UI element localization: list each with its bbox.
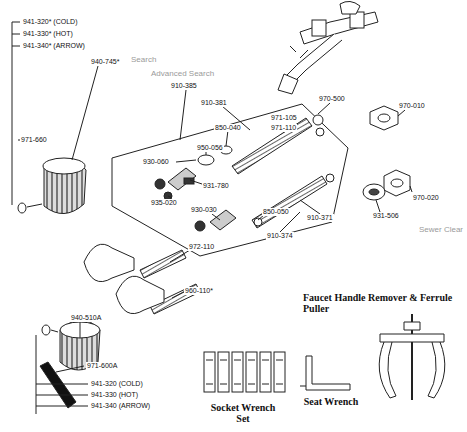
part-number: 931-780 — [202, 182, 230, 190]
part-number: 850-040 — [214, 124, 242, 132]
part-number: 971-110 — [270, 124, 297, 132]
part-number: 910-381 — [200, 99, 228, 107]
part-number: 941-320 (COLD) — [90, 380, 144, 388]
background-text: Search — [130, 56, 157, 64]
part-number: 910-371 — [306, 214, 334, 222]
part-number: 941-340* (ARROW) — [22, 42, 86, 50]
part-number: 970-020 — [412, 194, 440, 202]
part-number: 930-060 — [142, 158, 170, 166]
part-number: 941-320* (COLD) — [22, 18, 78, 26]
part-number: 941-330 (HOT) — [90, 391, 139, 399]
part-number: 970-500 — [318, 95, 346, 103]
tool-caption: Faucet Handle Remover & Ferrule Puller — [302, 292, 464, 314]
part-number: 971-105 — [270, 114, 298, 122]
part-number: 941-330* (HOT) — [22, 30, 74, 38]
part-number: 972-110 — [188, 243, 215, 251]
part-number: 910-385 — [170, 82, 198, 90]
part-number: 941-340 (ARROW) — [90, 402, 151, 410]
handle — [18, 158, 86, 214]
tool-caption: Socket Wrench Set — [202, 402, 284, 424]
group-outline — [112, 104, 348, 256]
stems — [232, 115, 334, 228]
part-number: 935-020 — [150, 199, 178, 207]
seat-wrench — [300, 356, 350, 390]
part-number: 971-660 — [20, 136, 48, 144]
leader-lines — [12, 22, 412, 414]
part-number: 931-506 — [372, 212, 400, 220]
part-number: 970-010 — [398, 102, 426, 110]
handle-puller — [379, 314, 445, 400]
sleeve — [140, 250, 186, 278]
background-text: Advanced Search — [150, 70, 215, 78]
part-number: 940-745* — [90, 58, 120, 66]
part-number: 960-110* — [184, 287, 214, 295]
part-number: 971-600A — [86, 362, 118, 370]
part-number: 930-030 — [190, 206, 218, 214]
part-number: 950-056 — [196, 144, 224, 152]
escutcheons — [84, 244, 164, 313]
valve-body — [278, 1, 378, 94]
tool-caption: Seat Wrench — [290, 396, 372, 407]
background-text: Sewer Clear — [418, 226, 464, 234]
nuts — [363, 106, 410, 200]
socket-wrench-set — [204, 352, 285, 392]
part-number: 940-510A — [70, 314, 102, 322]
part-number: 910-374 — [266, 232, 294, 240]
small-parts — [155, 146, 262, 231]
part-number: 850-050 — [262, 208, 290, 216]
